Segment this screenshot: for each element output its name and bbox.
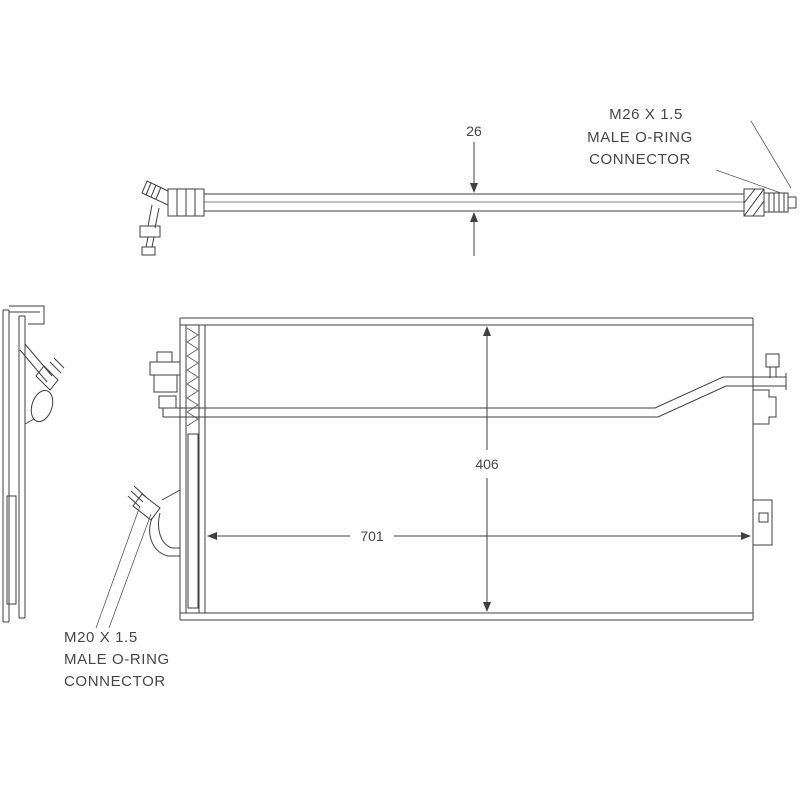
side-fitting-nut: [35, 365, 59, 391]
dimension-core-height: 406: [475, 326, 499, 612]
bracket-hole: [758, 512, 769, 523]
valve-cap: [141, 246, 156, 256]
mount-bracket-upper: [753, 389, 777, 425]
mount-bracket-lower: [753, 499, 773, 546]
dimension-core-width: 701: [207, 528, 751, 544]
side-top-bracket: [28, 305, 45, 325]
left-fitting-tip: [141, 180, 169, 206]
side-pipe-loop: [30, 389, 54, 423]
m20-fitting-nut: [132, 493, 161, 521]
front-view-condenser: [127, 317, 787, 621]
leader-line: [108, 513, 152, 629]
arrow-right: [741, 532, 751, 540]
leader-line: [95, 505, 141, 629]
dim-tube-diameter-text: 26: [466, 123, 482, 139]
side-slot: [6, 495, 17, 605]
m20-connector-label: M20 X 1.5 MALE O-RING CONNECTOR: [64, 505, 170, 690]
arrow-up: [483, 326, 491, 336]
top-pipe-lower: [163, 385, 786, 418]
arrow-down: [470, 183, 478, 193]
side-view-profile: [2, 305, 65, 623]
m26-label-line3: CONNECTOR: [589, 151, 691, 168]
top-view-pipe-assembly: [139, 180, 797, 256]
leader-line: [715, 169, 782, 194]
arrow-up: [470, 212, 478, 222]
m26-label-line1: M26 X 1.5: [609, 106, 683, 123]
drier-hatch: [186, 327, 199, 427]
m26-connector-label: M26 X 1.5 MALE O-RING CONNECTOR: [587, 106, 792, 194]
m20-label-line3: CONNECTOR: [64, 673, 166, 690]
dim-core-height-text: 406: [475, 456, 499, 472]
m26-label-line2: MALE O-RING: [587, 129, 693, 146]
right-fitting-thread: [763, 192, 789, 213]
dimension-tube-diameter: 26: [466, 123, 482, 256]
valve-body: [139, 225, 161, 238]
top-pipe-upper: [163, 376, 786, 409]
leader-line: [750, 120, 792, 189]
inlet-fitting: [149, 361, 181, 376]
arrow-left: [207, 532, 217, 540]
m20-label-line1: M20 X 1.5: [64, 629, 138, 646]
dim-core-width-text: 701: [360, 528, 384, 544]
side-tank-slot: [187, 433, 199, 609]
m20-label-line2: MALE O-RING: [64, 651, 170, 668]
arrow-down: [483, 602, 491, 612]
pipe-end-fitting: [765, 353, 780, 368]
